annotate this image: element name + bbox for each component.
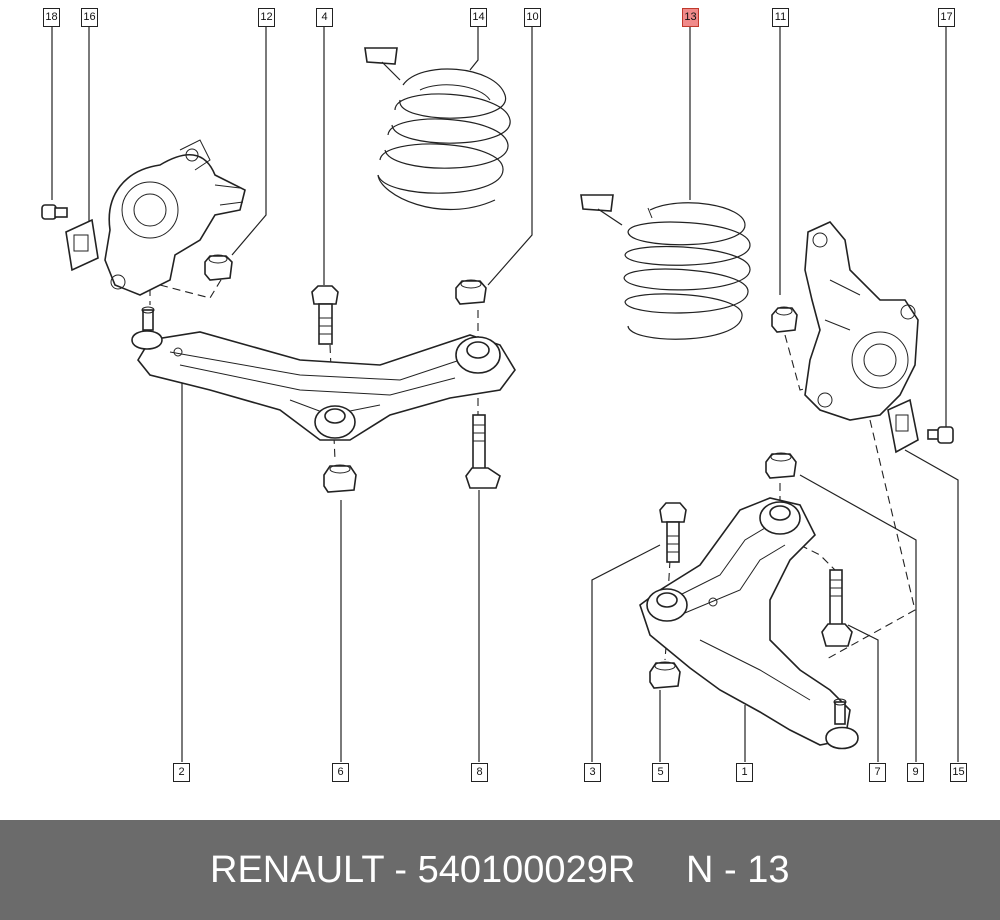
reference-number-text: N - 13 bbox=[686, 849, 790, 891]
part-number-text: RENAULT - 540100029R bbox=[210, 849, 636, 891]
callout-5: 5 bbox=[652, 763, 669, 782]
suspension-exploded-diagram bbox=[41, 26, 959, 762]
control-arm-right-1 bbox=[639, 497, 859, 750]
callout-10: 10 bbox=[524, 8, 541, 27]
callout-9: 9 bbox=[907, 763, 924, 782]
nut-11 bbox=[771, 306, 798, 333]
steering-knuckle-right bbox=[804, 221, 919, 421]
nut-10 bbox=[455, 279, 487, 305]
callout-3: 3 bbox=[584, 763, 601, 782]
bolt-7 bbox=[821, 569, 853, 647]
assembly-dashed-lines bbox=[149, 264, 916, 661]
bolt-18 bbox=[41, 204, 68, 220]
callout-4: 4 bbox=[316, 8, 333, 27]
clip-plate-15 bbox=[887, 398, 919, 454]
coil-spring-14 bbox=[364, 47, 511, 210]
callout-14: 14 bbox=[470, 8, 487, 27]
callout-18: 18 bbox=[43, 8, 60, 27]
bolt-3 bbox=[659, 502, 687, 563]
callout-13-highlighted: 13 bbox=[682, 8, 699, 27]
callout-8: 8 bbox=[471, 763, 488, 782]
callout-11: 11 bbox=[772, 8, 789, 27]
nut-12 bbox=[204, 254, 233, 281]
bolt-4 bbox=[311, 285, 339, 345]
callout-15: 15 bbox=[950, 763, 967, 782]
leader-lines bbox=[51, 26, 959, 762]
bolt-8 bbox=[465, 414, 501, 489]
callout-16: 16 bbox=[81, 8, 98, 27]
coil-spring-13 bbox=[580, 194, 751, 340]
callout-2: 2 bbox=[173, 763, 190, 782]
steering-knuckle-left bbox=[104, 139, 246, 296]
nut-5 bbox=[649, 661, 681, 689]
part-number-footer: RENAULT - 540100029R N - 13 bbox=[0, 820, 1000, 920]
nut-9 bbox=[765, 452, 797, 479]
nut-6 bbox=[323, 464, 357, 493]
callout-17: 17 bbox=[938, 8, 955, 27]
clip-plate-16 bbox=[65, 218, 99, 272]
callout-7: 7 bbox=[869, 763, 886, 782]
control-arm-left-2 bbox=[131, 306, 516, 441]
callout-12: 12 bbox=[258, 8, 275, 27]
bolt-17 bbox=[927, 426, 954, 444]
callout-6: 6 bbox=[332, 763, 349, 782]
callout-1: 1 bbox=[736, 763, 753, 782]
